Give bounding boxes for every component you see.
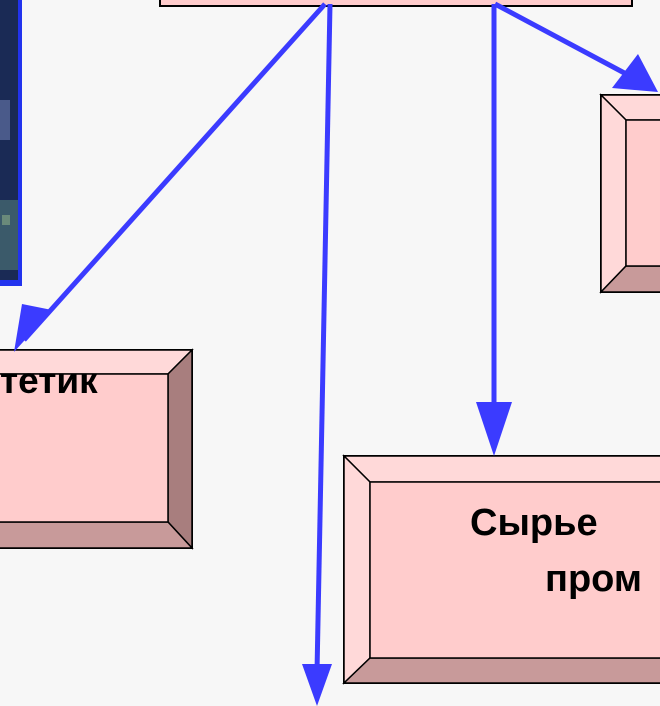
bottom-box-label-line2: пром	[545, 558, 642, 600]
arrowhead-left	[14, 304, 52, 352]
left-box	[0, 348, 194, 550]
bottom-box-label-line1: Сырье	[470, 502, 598, 544]
arrowhead-right	[612, 54, 658, 92]
arrows	[14, 1, 658, 706]
bottom-box	[342, 454, 660, 685]
arrow-down-middle	[314, 3, 333, 673]
arrowhead-bottom	[302, 664, 332, 706]
arrow-to-right-box	[493, 1, 632, 79]
right-box	[599, 93, 660, 294]
arrow-to-left-box	[22, 2, 327, 342]
arrowhead-bottom-box	[476, 402, 512, 456]
photo-thumbnail	[0, 0, 22, 286]
left-box-label: тетик	[0, 360, 98, 401]
top-box	[159, 0, 633, 7]
